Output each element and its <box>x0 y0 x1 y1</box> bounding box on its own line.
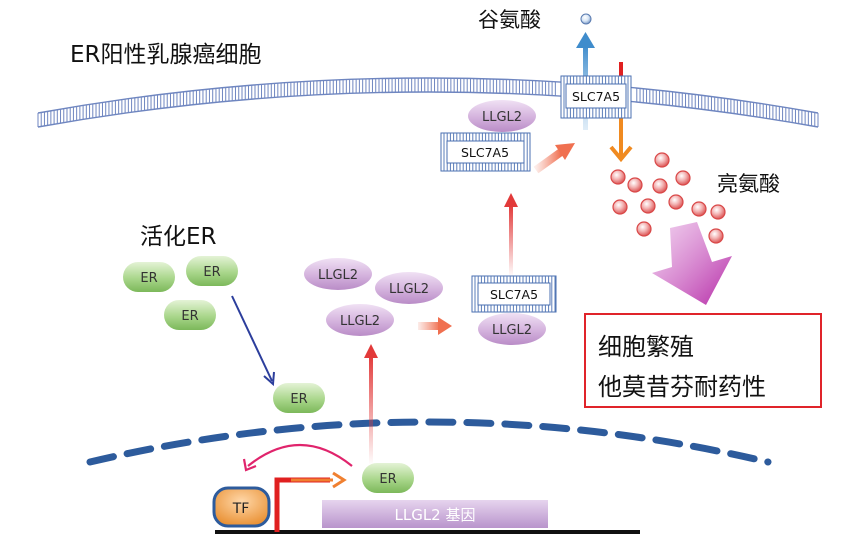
leucine-molecules <box>610 152 726 244</box>
outcome-box: 细胞繁殖 他莫昔芬耐药性 <box>584 313 822 408</box>
slc7a5-label: SLC7A5 <box>490 287 538 302</box>
insertion-arrow <box>533 143 575 174</box>
er-translocation-arrowhead <box>263 371 275 387</box>
trafficking-arrow <box>504 193 518 277</box>
er-pill <box>362 463 414 493</box>
llgl2-oval <box>478 313 546 345</box>
outcome-tamoxifen-resistance: 他莫昔芬耐药性 <box>598 373 766 401</box>
llgl2-slc7a5-complex-lower: SLC7A5 LLGL2 <box>471 275 557 345</box>
llgl2-label: LLGL2 <box>389 282 429 297</box>
er-pill <box>186 256 238 286</box>
active-er-cluster: ER ER ER <box>123 256 238 330</box>
er-label: ER <box>379 472 396 487</box>
er-pill <box>273 383 325 413</box>
active-er-label: 活化ER <box>140 224 217 250</box>
llgl2-label: LLGL2 <box>340 314 380 329</box>
llgl2-oval <box>468 100 536 132</box>
slc7a5-label: SLC7A5 <box>572 89 620 104</box>
glutamate-molecule <box>580 13 592 25</box>
llgl2-oval <box>375 272 443 304</box>
cell-title: ER阳性乳腺癌细胞 <box>70 42 262 68</box>
er-label: ER <box>181 309 198 324</box>
llgl2-cluster: LLGL2 LLGL2 LLGL2 <box>304 258 443 336</box>
recruitment-arrowhead <box>242 458 257 472</box>
llgl2-label: LLGL2 <box>482 110 522 125</box>
er-translocated: ER <box>273 383 325 413</box>
binding-arrow <box>418 317 452 335</box>
slc7a5-label: SLC7A5 <box>461 145 509 160</box>
recruitment-arrow <box>247 443 353 467</box>
llgl2-oval <box>326 304 394 336</box>
er-pill <box>123 262 175 292</box>
er-bound: ER <box>362 463 414 493</box>
nuclear-envelope <box>86 418 772 466</box>
promoter-arrow <box>274 471 347 532</box>
llgl2-label: LLGL2 <box>492 323 532 338</box>
er-translocation-arrow <box>231 295 273 382</box>
llgl2-slc7a5-complex-upper: LLGL2 SLC7A5 <box>440 100 536 172</box>
er-label: ER <box>140 271 157 286</box>
tf-node: TF <box>212 486 271 528</box>
er-label: ER <box>203 265 220 280</box>
glutamate-label: 谷氨酸 <box>478 8 541 32</box>
er-label: ER <box>290 392 307 407</box>
outcome-proliferation: 细胞繁殖 <box>598 333 694 361</box>
expression-arrow <box>364 344 378 465</box>
tf-label: TF <box>232 501 250 517</box>
llgl2-gene: LLGL2 基因 <box>322 500 548 528</box>
membrane-slc7a5: SLC7A5 <box>560 75 632 119</box>
llgl2-oval <box>304 258 372 290</box>
er-pill <box>164 300 216 330</box>
llgl2-label: LLGL2 <box>318 268 358 283</box>
gene-label: LLGL2 基因 <box>394 506 475 524</box>
cell-membrane <box>37 77 819 128</box>
leucine-label: 亮氨酸 <box>717 172 780 196</box>
outcome-arrow <box>652 222 732 305</box>
